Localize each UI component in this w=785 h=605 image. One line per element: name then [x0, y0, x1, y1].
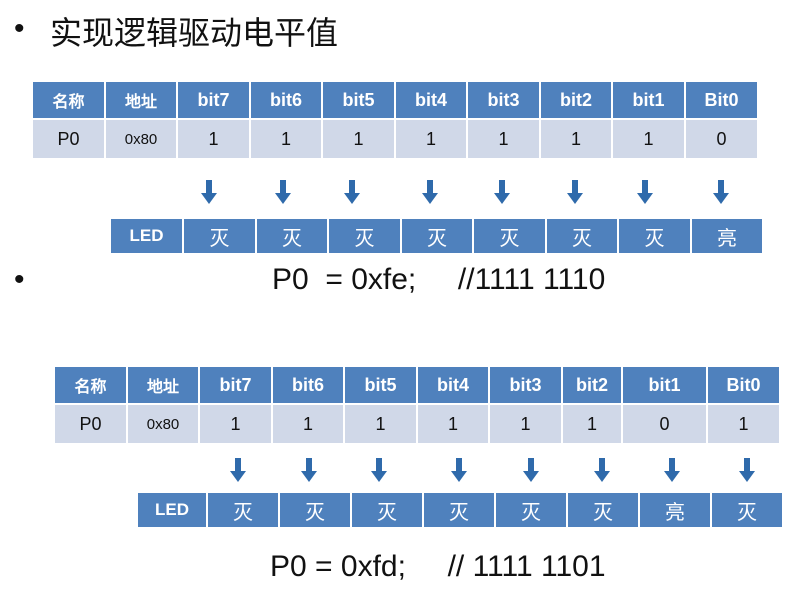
table-row: P0 0x80 1 1 1 1 1 1 0 1	[53, 403, 781, 445]
led-state: 亮	[690, 217, 764, 255]
led-state: 灭	[206, 491, 280, 529]
page-title: 实现逻辑驱动电平值	[50, 14, 339, 52]
arrow-down-icon	[739, 458, 755, 482]
header-cell: bit5	[321, 80, 396, 120]
table-cell: 1	[249, 118, 323, 160]
arrow-down-icon	[371, 458, 387, 482]
header-cell: 名称	[31, 80, 106, 120]
table-cell: 1	[539, 118, 613, 160]
led-state: 灭	[278, 491, 352, 529]
header-cell: bit7	[176, 80, 251, 120]
table-header-row: 名称 地址 bit7 bit6 bit5 bit4 bit3 bit2 bit1…	[53, 365, 781, 405]
header-cell: Bit0	[684, 80, 759, 120]
header-cell: bit3	[488, 365, 563, 405]
table-cell: 1	[321, 118, 396, 160]
table-cell: 1	[343, 403, 418, 445]
arrow-down-icon	[664, 458, 680, 482]
led-state: 灭	[494, 491, 568, 529]
led-table-1: LED 灭 灭 灭 灭 灭 灭 灭 亮	[109, 217, 764, 255]
led-state: 灭	[422, 491, 496, 529]
led-row: LED 灭 灭 灭 灭 灭 灭 亮 灭	[136, 491, 784, 529]
led-state: 灭	[617, 217, 692, 255]
bullet-2: •	[14, 263, 25, 296]
header-cell: bit2	[561, 365, 623, 405]
bullet-1: •	[14, 12, 25, 45]
arrow-down-icon	[422, 180, 438, 204]
header-cell: bit2	[539, 80, 613, 120]
table-cell: 0x80	[126, 403, 200, 445]
table-cell: 1	[466, 118, 541, 160]
arrow-down-icon	[230, 458, 246, 482]
table-cell: 0	[684, 118, 759, 160]
table-cell: 1	[176, 118, 251, 160]
table-cell: 0x80	[104, 118, 178, 160]
table-cell: 1	[271, 403, 345, 445]
led-label: LED	[136, 491, 208, 529]
arrow-down-icon	[637, 180, 653, 204]
arrow-down-icon	[344, 180, 360, 204]
table-cell: 1	[561, 403, 623, 445]
header-cell: bit6	[249, 80, 323, 120]
header-cell: bit1	[611, 80, 686, 120]
arrow-down-icon	[275, 180, 291, 204]
header-cell: bit6	[271, 365, 345, 405]
table-row: P0 0x80 1 1 1 1 1 1 1 0	[31, 118, 759, 160]
header-cell: 名称	[53, 365, 128, 405]
register-table-2: 名称 地址 bit7 bit6 bit5 bit4 bit3 bit2 bit1…	[53, 365, 781, 445]
table-cell: 1	[488, 403, 563, 445]
led-state: 灭	[472, 217, 547, 255]
header-cell: 地址	[104, 80, 178, 120]
code-line-2: P0 = 0xfd; // 1111 1101	[270, 550, 606, 583]
table-cell: 1	[611, 118, 686, 160]
arrow-down-icon	[301, 458, 317, 482]
arrow-down-icon	[713, 180, 729, 204]
led-state: 灭	[400, 217, 474, 255]
header-cell: bit3	[466, 80, 541, 120]
led-state: 灭	[545, 217, 619, 255]
table-cell: 1	[706, 403, 781, 445]
header-cell: 地址	[126, 365, 200, 405]
table-cell: 0	[621, 403, 708, 445]
header-cell: bit5	[343, 365, 418, 405]
table-cell: P0	[31, 118, 106, 160]
led-state: 灭	[182, 217, 257, 255]
arrow-down-icon	[201, 180, 217, 204]
led-state: 灭	[327, 217, 402, 255]
led-table-2: LED 灭 灭 灭 灭 灭 灭 亮 灭	[136, 491, 784, 529]
led-state: 灭	[350, 491, 424, 529]
led-state: 灭	[566, 491, 640, 529]
arrow-down-icon	[494, 180, 510, 204]
led-row: LED 灭 灭 灭 灭 灭 灭 灭 亮	[109, 217, 764, 255]
header-cell: bit1	[621, 365, 708, 405]
arrow-down-icon	[594, 458, 610, 482]
header-cell: Bit0	[706, 365, 781, 405]
table-cell: 1	[394, 118, 468, 160]
header-cell: bit4	[394, 80, 468, 120]
arrow-down-icon	[523, 458, 539, 482]
header-cell: bit4	[416, 365, 490, 405]
led-state: 亮	[638, 491, 712, 529]
table-cell: 1	[198, 403, 273, 445]
table-header-row: 名称 地址 bit7 bit6 bit5 bit4 bit3 bit2 bit1…	[31, 80, 759, 120]
header-cell: bit7	[198, 365, 273, 405]
led-state: 灭	[710, 491, 784, 529]
led-state: 灭	[255, 217, 329, 255]
code-line-1: P0 = 0xfe; //1111 1110	[272, 263, 606, 296]
register-table-1: 名称 地址 bit7 bit6 bit5 bit4 bit3 bit2 bit1…	[31, 80, 759, 160]
led-label: LED	[109, 217, 184, 255]
table-cell: P0	[53, 403, 128, 445]
arrow-down-icon	[451, 458, 467, 482]
arrow-down-icon	[567, 180, 583, 204]
table-cell: 1	[416, 403, 490, 445]
